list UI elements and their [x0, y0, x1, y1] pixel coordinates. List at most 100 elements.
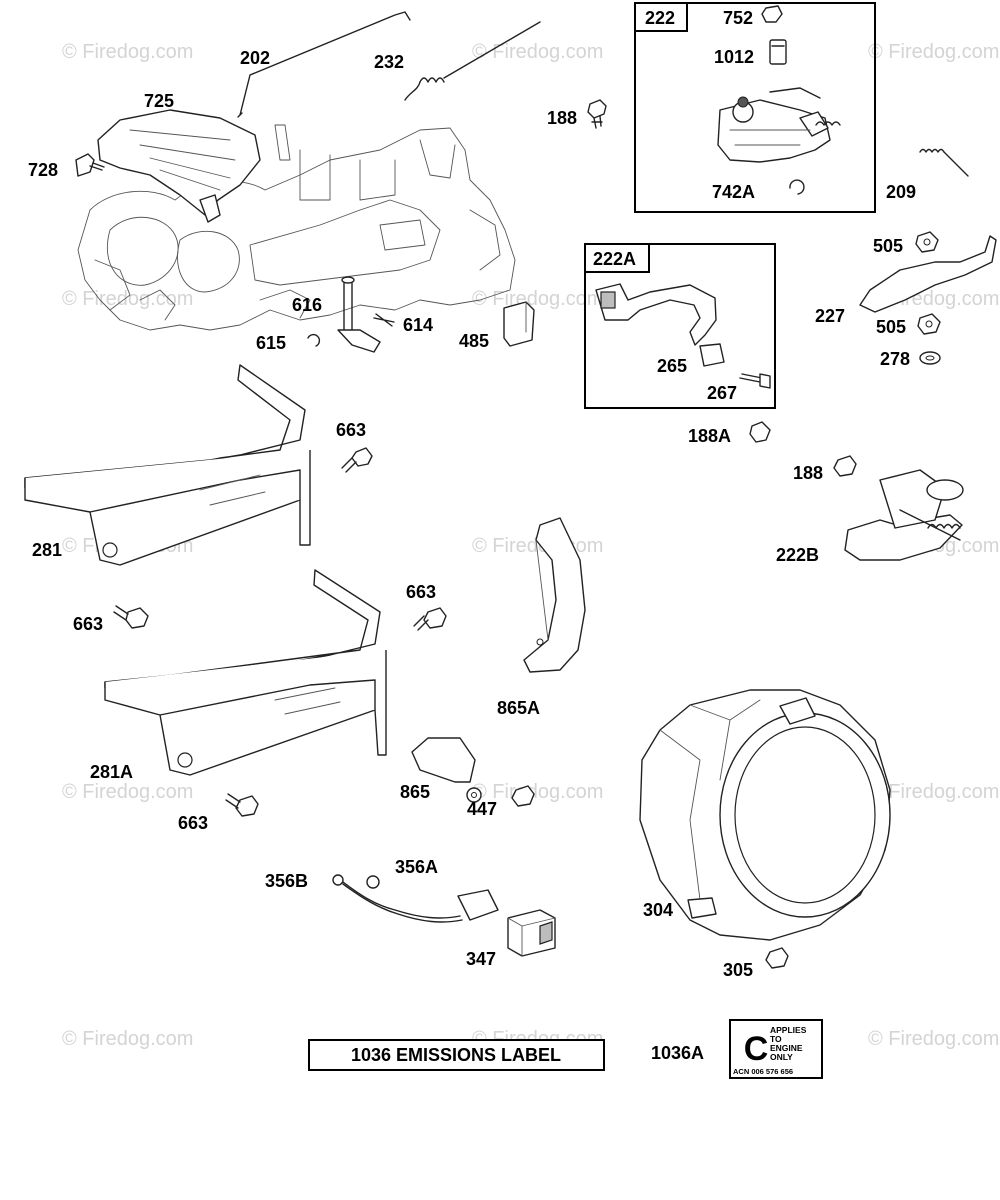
screw-188-lower-drawing [833, 455, 857, 477]
bumper-485-drawing [503, 301, 535, 347]
label-728: 728 [28, 160, 58, 180]
watermark: © Firedog.com [868, 781, 999, 803]
label-1012: 1012 [714, 47, 754, 67]
watermark: © Firedog.com [62, 1028, 193, 1050]
screw-267-drawing [739, 373, 771, 389]
label-222B: 222B [776, 545, 819, 565]
label-278: 278 [880, 349, 910, 369]
label-1036A: 1036A [651, 1043, 704, 1063]
label-865: 865 [400, 782, 430, 802]
screw-663-d-drawing [225, 793, 259, 817]
decal-line4: ONLY [770, 1052, 793, 1062]
label-615: 615 [256, 333, 286, 353]
label-356B: 356B [265, 871, 308, 891]
box-222A-frame [584, 243, 776, 409]
label-265: 265 [657, 356, 687, 376]
label-281: 281 [32, 540, 62, 560]
screw-447-drawing [511, 785, 535, 807]
decal-logo: C [744, 1030, 769, 1068]
box-label-222: 222 [645, 8, 675, 28]
label-232: 232 [374, 52, 404, 72]
label-281A: 281A [90, 762, 133, 782]
box-222-frame [634, 2, 876, 213]
switch-347-drawing [507, 909, 556, 957]
label-663-d: 663 [178, 813, 208, 833]
label-663-a: 663 [336, 420, 366, 440]
label-188-lower: 188 [793, 463, 823, 483]
link-rod-drawing [239, 11, 411, 116]
shroud-281-drawing [24, 364, 311, 566]
governor-assembly-drawing [717, 87, 841, 163]
nut-505-top-drawing [915, 231, 939, 253]
label-725: 725 [144, 91, 174, 111]
watermark: © Firedog.com [868, 1028, 999, 1050]
label-752: 752 [723, 8, 753, 28]
label-505-top: 505 [873, 236, 903, 256]
watermark: © Firedog.com [472, 288, 603, 310]
air-guide-drawing [97, 109, 261, 223]
label-305: 305 [723, 960, 753, 980]
screw-305-drawing [765, 947, 789, 969]
decal-acn: ACN 006 576 656 [733, 1067, 793, 1076]
lever-227-drawing [859, 235, 997, 313]
box-222-tag [634, 2, 688, 32]
screw-663-b-drawing [113, 605, 149, 629]
governor-bracket-drawing [595, 283, 717, 346]
label-505-bottom: 505 [876, 317, 906, 337]
screw-663-a-drawing [341, 447, 373, 473]
box-label-222A: 222A [593, 249, 636, 269]
label-356A: 356A [395, 857, 438, 877]
label-188: 188 [547, 108, 577, 128]
clip-742A-drawing [789, 179, 805, 195]
label-485: 485 [459, 331, 489, 351]
emissions-label-box: 1036 EMISSIONS LABEL [308, 1039, 605, 1071]
clip-615-drawing [307, 333, 321, 347]
decal-line2: TO [770, 1034, 782, 1044]
label-304: 304 [643, 900, 673, 920]
shaft-616-drawing [337, 276, 381, 353]
screw-188-drawing [587, 99, 607, 129]
label-202: 202 [240, 48, 270, 68]
emissions-label-text: 1036 EMISSIONS LABEL [351, 1045, 561, 1065]
baffle-865A-drawing [523, 517, 586, 673]
fitting-1012-drawing [769, 39, 787, 65]
washer-447-drawing [466, 787, 482, 803]
label-447: 447 [467, 799, 497, 819]
watermark: © Firedog.com [62, 781, 193, 803]
screw-728-drawing [75, 153, 105, 177]
label-742A: 742A [712, 182, 755, 202]
plate-865-drawing [411, 737, 476, 783]
decal-line1: APPLIES [770, 1025, 807, 1035]
nut-505-bottom-drawing [917, 313, 941, 335]
decal-1036A: C APPLIES TO ENGINE ONLY ACN 006 576 656 [729, 1019, 823, 1079]
engine-block-drawing [77, 124, 516, 331]
pin-614-drawing [373, 313, 395, 327]
watermark: © Firedog.com [868, 41, 999, 63]
governor-lever-222B-drawing [844, 469, 964, 561]
ground-wire-drawing [332, 874, 499, 923]
label-663-b: 663 [73, 614, 103, 634]
label-614: 614 [403, 315, 433, 335]
governor-spring-drawing [404, 21, 541, 101]
label-188A: 188A [688, 426, 731, 446]
box-222A-tag [584, 243, 650, 273]
watermark: © Firedog.com [472, 41, 603, 63]
link-rod-drawing [237, 112, 243, 118]
blower-housing-304-drawing [639, 689, 891, 941]
spring-209-drawing [919, 148, 969, 177]
label-227: 227 [815, 306, 845, 326]
decal-line3: ENGINE [770, 1043, 803, 1053]
screw-188A-drawing [749, 421, 771, 443]
label-616: 616 [292, 295, 322, 315]
part-labels: 202 232 725 728 188 752 1012 742A 209 50… [28, 8, 916, 1063]
screw-663-c-drawing [413, 607, 447, 631]
washer-278-drawing [919, 351, 941, 365]
label-663-c: 663 [406, 582, 436, 602]
label-347: 347 [466, 949, 496, 969]
stud-752-drawing [761, 5, 783, 23]
plate-265-drawing [699, 343, 725, 367]
label-209: 209 [886, 182, 916, 202]
watermark: © Firedog.com [472, 781, 603, 803]
shroud-281A-drawing [104, 569, 387, 776]
